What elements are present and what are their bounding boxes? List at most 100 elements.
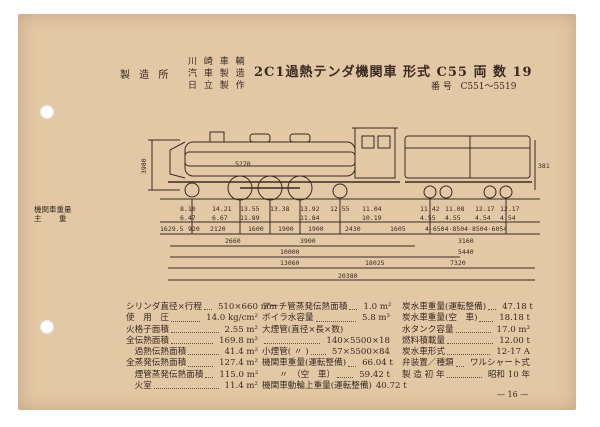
leader-dots xyxy=(188,347,219,356)
spec-value: 2.55 m² xyxy=(224,324,258,335)
spec-label: 製 造 初 年 xyxy=(402,369,445,380)
spec-value: 18.18 t xyxy=(499,313,530,324)
dim-label: 2430 xyxy=(345,225,361,233)
spec-value: 17.0 m³ xyxy=(496,324,530,335)
spec-value: 140×5500×18 xyxy=(326,335,390,346)
spec-value: 5.8 m³ xyxy=(362,313,390,324)
spec-label: 炭水車形式 xyxy=(402,347,445,358)
spec-row: 小煙管( 〃 )57×5500×84 xyxy=(262,347,390,358)
leader-dots xyxy=(446,347,491,356)
side-legend-line: 機関車重量 xyxy=(34,205,72,214)
dim-label: 4·6504·8504·8504·6054 xyxy=(425,225,507,233)
numbers-label: 番 号 xyxy=(431,82,452,92)
dim-label: 5440 xyxy=(458,248,474,256)
leader-dots xyxy=(479,313,494,322)
spec-column-3: 炭水車重量(運転整備)47.18 t 炭水車重量(空 車)18.18 t 水タン… xyxy=(402,302,533,381)
spec-value: 昭和 10 年 xyxy=(487,369,530,380)
maker-name: 汽 車 製 造 xyxy=(188,69,247,79)
maker-name: 川 崎 車 輌 xyxy=(188,57,247,67)
spec-row: 過熱伝熱面積 41.4 m² xyxy=(126,347,258,358)
spec-label: 〃 （空 車） xyxy=(262,369,336,380)
leader-dots xyxy=(315,313,356,322)
spec-value: 14.0 kg/cm² xyxy=(206,313,258,324)
spec-value: 510×660 mm xyxy=(217,302,277,312)
leader-dots xyxy=(170,313,201,322)
spec-label: 過熱伝熱面積 xyxy=(126,347,187,358)
maker-name: 日 立 製 作 xyxy=(188,81,247,91)
spec-label: 炭水車重量(運転整備) xyxy=(402,302,487,312)
numbers-value: C551～5519 xyxy=(460,82,517,92)
leader-dots xyxy=(205,370,214,379)
axle-load: 13.38 xyxy=(270,205,290,213)
dim-label: 18025 xyxy=(365,259,385,267)
dim-label: 10000 xyxy=(280,248,300,256)
spec-value: 66.04 t xyxy=(362,358,393,369)
spec-value: 127.4 m² xyxy=(219,358,258,369)
spec-value: 41.4 m² xyxy=(224,347,258,358)
axle-load: 11.84 xyxy=(300,214,320,222)
spec-label: 火格子面積 xyxy=(126,324,169,335)
spec-value: 11.4 m² xyxy=(224,381,258,392)
axle-load: 6.67 xyxy=(212,214,228,222)
maker-list: 川 崎 車 輌 汽 車 製 造 日 立 製 作 xyxy=(188,56,247,92)
spec-label: 煙管蒸発伝熱面積 xyxy=(126,369,204,380)
dim-label: 7320 xyxy=(450,259,466,267)
spec-row: 火格子面積 2.55 m² xyxy=(126,325,258,336)
height-dim: 3810 xyxy=(538,162,550,170)
axle-load: 12.17 xyxy=(475,205,495,213)
dim-label: 1900 xyxy=(308,225,324,233)
dim-label: 3160 xyxy=(458,237,474,245)
dim-label: 13060 xyxy=(280,259,300,267)
leader-dots xyxy=(264,336,321,345)
spec-row: 炭水車重量(空 車)18.18 t xyxy=(402,313,530,324)
leader-dots xyxy=(188,358,214,367)
spec-row: 機関車動輪上重量(運転整備)40.72 t xyxy=(262,381,407,392)
spec-label: 全蒸発伝熱面積 xyxy=(126,358,187,369)
spec-label: シリンダ直径×行程 xyxy=(126,302,202,312)
spec-label: 水タンク容量 xyxy=(402,324,454,335)
dim-label: 1900 xyxy=(278,225,294,233)
spec-row: アーチ管蒸発伝熱面積 1.0 m² xyxy=(262,302,392,313)
spec-row: 〃 （空 車）59.42 t xyxy=(262,370,390,381)
spec-row: 大煙管(直径×長×数) xyxy=(262,325,390,336)
axle-load: 13.55 xyxy=(240,205,260,213)
spec-label: 大煙管(直径×長×数) xyxy=(262,324,344,335)
leader-dots xyxy=(170,325,219,333)
leader-dots xyxy=(348,358,357,367)
spec-value: 115.0 m² xyxy=(219,369,259,380)
spec-label: アーチ管蒸発伝熱面積 xyxy=(262,302,348,312)
dim-label: 3900 xyxy=(300,237,316,245)
spec-row: 全蒸発伝熱面積 127.4 m² xyxy=(126,358,258,369)
leader-dots xyxy=(310,347,326,356)
spec-label: 全伝熱面積 xyxy=(126,335,169,346)
serial-numbers: 番 号 C551～5519 xyxy=(431,79,516,92)
axle-load: 12.17 xyxy=(500,205,520,213)
leader-dots xyxy=(488,302,497,311)
spec-value: ワルシャート式 xyxy=(469,358,530,369)
punch-hole-bottom xyxy=(40,320,54,334)
spec-label: 機関車動輪上重量(運転整備) xyxy=(262,381,372,392)
spec-row: 炭水車重量(運転整備)47.18 t xyxy=(402,302,533,313)
dim-label: 1605 xyxy=(390,225,406,233)
dim-label: 2660 xyxy=(225,237,241,245)
leader-dots xyxy=(455,358,464,367)
maker-label: 製 造 所 xyxy=(120,70,172,81)
spec-label: 弁装置／種類 xyxy=(402,358,454,369)
spec-value: 1.0 m² xyxy=(363,302,392,312)
spec-row: 弁装置／種類 ワルシャート式 xyxy=(402,358,530,369)
leader-dots xyxy=(455,325,491,333)
axle-load: 6.47 xyxy=(180,214,196,222)
leader-dots xyxy=(446,336,494,345)
spec-row: 煙管蒸発伝熱面積 115.0 m² xyxy=(126,369,259,381)
page-title: 2C1過熱テンダ機関車 形式 C55 両 数 19 xyxy=(254,65,533,80)
axle-load: 4.55 xyxy=(445,214,461,222)
axle-load: 4.54 xyxy=(475,214,491,222)
side-legend: 機関車重量 主 重 xyxy=(34,205,72,223)
spec-row: シリンダ直径×行程 510×660 mm xyxy=(126,302,277,313)
spec-label: 燃料積載量 xyxy=(402,335,445,346)
spec-row: 製 造 初 年 昭和 10 年 xyxy=(402,370,530,381)
height-dim: 3980 xyxy=(140,158,148,174)
